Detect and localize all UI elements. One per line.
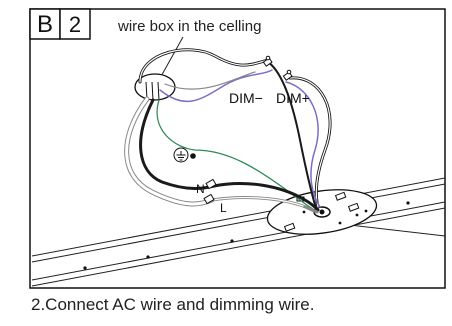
nl-connectors xyxy=(203,178,217,205)
black-supply-wire xyxy=(139,98,216,190)
wire-box-callout: wire box in the celling xyxy=(117,18,261,35)
neutral-connector xyxy=(205,178,217,190)
live-connector xyxy=(203,193,215,205)
diagram-frame xyxy=(29,8,446,289)
fixture-edge-top xyxy=(31,177,446,257)
live-label: L xyxy=(220,201,227,215)
ground-terminal xyxy=(173,147,196,163)
purple-dim-wire-left xyxy=(159,69,273,103)
dim-minus-connector xyxy=(262,57,273,67)
mounting-plate xyxy=(266,189,378,235)
fixture-dots xyxy=(83,201,410,270)
dim-plus-label: DIM+ xyxy=(276,90,310,106)
purple-dim-wire-right xyxy=(285,81,321,208)
fixture-edge-bottom-inner xyxy=(31,207,446,287)
dim-connectors xyxy=(262,55,293,81)
fixture-edge-bottom xyxy=(31,201,446,281)
ground-screw xyxy=(190,153,196,159)
black-dim-minus-wire xyxy=(267,61,317,209)
instruction-caption: 2.Connect AC wire and dimming wire. xyxy=(31,295,315,314)
green-earth-wire xyxy=(156,99,319,213)
step-number: 2 xyxy=(69,12,81,37)
wiring xyxy=(124,48,332,214)
panel-badge: B 2 xyxy=(29,8,91,40)
light-fixture xyxy=(31,177,446,287)
callout-leader xyxy=(158,36,184,81)
panel-letter-box xyxy=(29,8,61,40)
panel-letter: B xyxy=(37,11,53,38)
step-number-box xyxy=(59,8,91,40)
dim-minus-label: DIM− xyxy=(229,90,263,106)
fixture-edge-top-inner xyxy=(31,183,446,263)
neutral-label: N xyxy=(196,182,205,196)
gray-dim-wire xyxy=(164,71,256,90)
